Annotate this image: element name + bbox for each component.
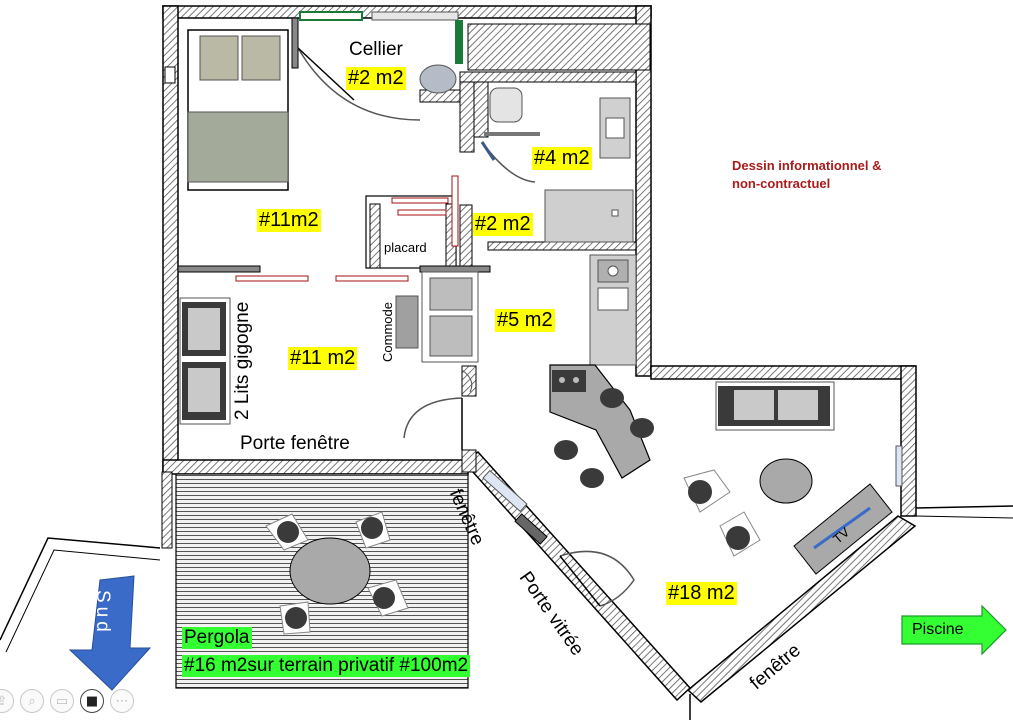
terrain-outline <box>0 471 1013 720</box>
pergola-title: Pergola <box>182 627 252 649</box>
porte-fenetre-label: Porte fenêtre <box>240 433 350 454</box>
keyboard-icon[interactable]: ▭ <box>50 689 74 713</box>
pergola-deck <box>175 473 469 689</box>
bunk-beds-label: 2 Lits gigogne <box>232 301 253 420</box>
living-table <box>683 458 813 557</box>
bedroom2-area: #11 m2 <box>288 347 358 370</box>
living-area: #18 m2 <box>666 582 737 605</box>
placard-label: placard <box>384 240 427 255</box>
cellier-label: Cellier <box>349 39 403 60</box>
commode-label: Commode <box>380 302 395 362</box>
zoom-icon[interactable]: ⌕ <box>20 689 44 713</box>
hall-cabinets <box>395 271 479 393</box>
hall-area: #5 m2 <box>495 309 555 332</box>
video-icon[interactable]: ■ <box>80 689 104 713</box>
pergola-detail: #16 m2sur terrain privatif #100m2 <box>182 655 471 677</box>
sofa <box>715 381 835 431</box>
disclaimer-line-1: Dessin informationnel & <box>732 158 882 173</box>
sud-arrow <box>68 575 152 691</box>
viewer-toolbar: ⇪ ⌕ ▭ ■ ⋯ <box>0 686 134 716</box>
bunk-beds <box>179 297 231 425</box>
tv-cabinet <box>793 483 893 575</box>
piscine-arrow <box>901 604 1007 656</box>
piscine-label: Piscine <box>912 621 964 638</box>
doors <box>403 397 903 607</box>
cellier-area: #2 m2 <box>346 67 406 90</box>
wc-area: #2 m2 <box>473 213 533 236</box>
bed-double <box>164 29 289 191</box>
interior-walls <box>177 17 637 473</box>
share-icon[interactable]: ⇪ <box>0 689 14 713</box>
bedroom1-area: #11m2 <box>257 209 321 232</box>
outer-walls <box>162 5 917 703</box>
more-icon[interactable]: ⋯ <box>110 689 134 713</box>
bathroom-fixtures <box>480 87 634 243</box>
sud-label: Sud <box>92 590 113 636</box>
bathroom-area: #4 m2 <box>532 147 592 170</box>
kitchen <box>549 254 654 488</box>
cellier-boiler <box>297 47 457 121</box>
disclaimer-line-2: non-contractuel <box>732 176 831 191</box>
